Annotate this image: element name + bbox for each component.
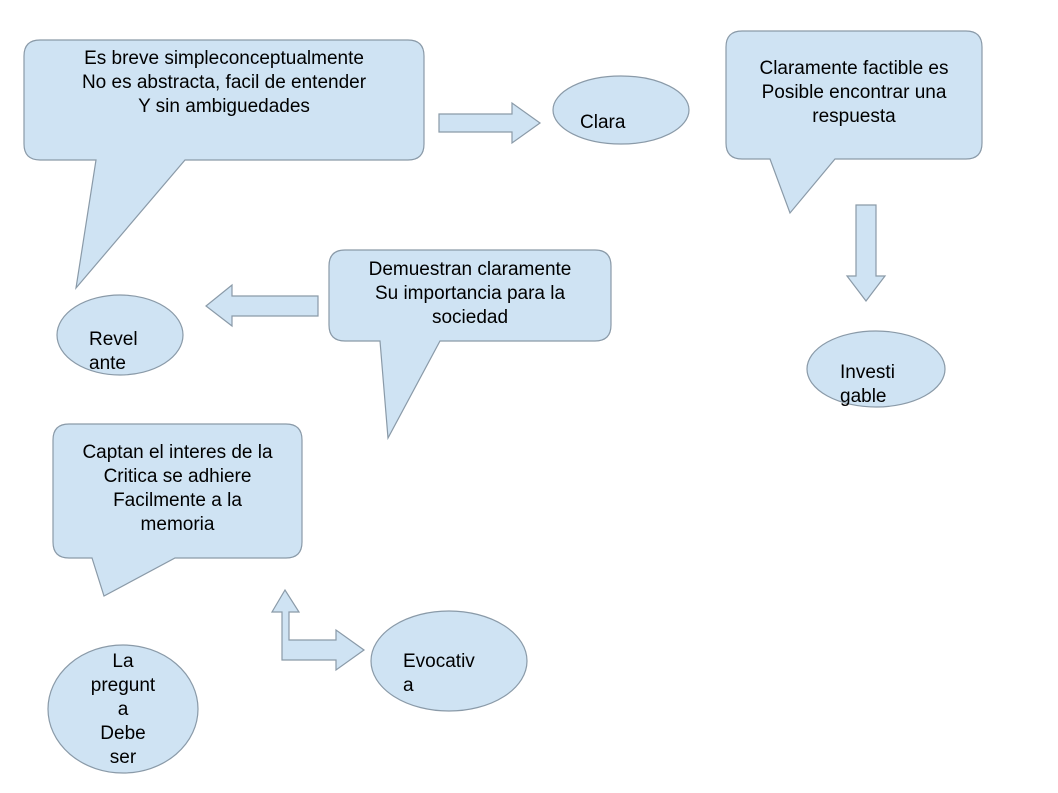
arrow-bent: [270, 588, 366, 672]
node-relevante: [56, 294, 184, 376]
node-evocativa-label: Evocativ a: [403, 651, 475, 696]
callout-relevante-text: Demuestran claramente Su importancia par…: [368, 259, 572, 328]
node-investigable: [806, 330, 946, 408]
callout-evocativa-description: [52, 423, 303, 597]
node-pregunta-label: La pregunt a Debe ser: [90, 651, 156, 768]
node-evocativa: [370, 610, 528, 712]
node-clara: [552, 75, 690, 145]
node-relevante-label: Revel ante: [89, 329, 138, 374]
callout-investigable-text: Claramente factible es Posible encontrar…: [759, 58, 949, 127]
arrow-left: [205, 283, 319, 328]
callout-clara-description: [23, 39, 425, 291]
arrow-right: [438, 101, 542, 145]
node-clara-label: Clara: [580, 112, 626, 133]
callout-clara-text: Es breve simpleconceptualmente No es abs…: [81, 48, 367, 117]
node-pregunta: [47, 644, 199, 774]
callout-evocativa-text: Captan el interes de la Critica se adhie…: [82, 442, 273, 535]
callout-relevante-description: [328, 249, 612, 441]
callout-investigable-description: [725, 30, 983, 215]
arrow-down: [845, 204, 887, 302]
node-investigable-label: Investi gable: [840, 362, 895, 407]
